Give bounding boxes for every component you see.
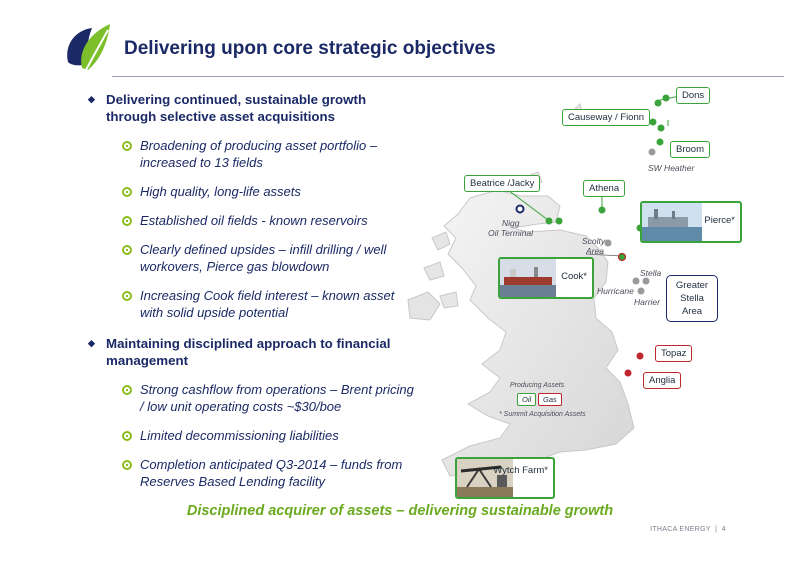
label-harrier: Harrier [634,297,660,307]
great-britain-landmass [441,189,635,477]
label-dons: Dons [676,87,711,104]
label-beatrice-jacky: Beatrice /Jacky [464,175,541,192]
label-stella: Stella [640,268,662,278]
footer: ITHACA ENERGY | 4 [650,526,726,533]
jacky-marker [555,217,563,225]
label-anglia: Anglia [643,372,682,389]
label-cook: Cook* [561,271,587,282]
label-nigg: Nigg [502,218,520,228]
objective-financial: Maintaining disciplined approach to fina… [88,335,418,369]
offshore-platform-photo [642,203,702,241]
beatrice-marker [545,217,553,225]
bullet-circle-icon [122,431,132,441]
anglia-marker [624,369,632,377]
objective-growth: Delivering continued, sustainable growth… [88,91,418,125]
scolty-marker [604,239,612,247]
tagline: Disciplined acquirer of assets – deliver… [186,503,614,519]
footer-company: ITHACA ENERGY [650,526,711,533]
sub-point: Strong cashflow from operations – Brent … [122,381,418,415]
sub-point: Completion anticipated Q3-2014 – funds f… [122,456,418,490]
label-hurricane: Hurricane [597,286,634,296]
sub-point: Established oil fields - known reservoir… [122,212,418,229]
asset-markers [515,94,670,377]
label-sw-heather: SW Heather [648,163,695,173]
athena-marker [598,206,606,214]
bullet-circle-icon [122,245,132,255]
ithaca-leaf-logo [67,24,110,75]
label-greater-stella-area: Greater Stella Area [666,275,718,322]
dons-marker [662,94,670,102]
title-divider [112,76,784,77]
sub-point: Limited decommissioning liabilities [122,427,418,444]
cook-callout: Cook* [498,257,594,299]
sub-point: High quality, long-life assets [122,183,418,200]
objectives-list: Delivering continued, sustainable growth… [88,91,418,504]
footer-separator: | [715,526,718,533]
label-topaz: Topaz [655,345,693,362]
sw-heather-marker [648,148,656,156]
causeway-marker [649,118,657,126]
label-pierce: Pierce* [704,215,735,226]
hurricane-marker [642,277,650,285]
topaz-marker [636,352,644,360]
stella-marker [632,277,640,285]
causeway-marker [657,124,665,132]
pierce-callout: Pierce* [640,201,742,243]
page-number: 4 [721,526,726,533]
sub-point: Increasing Cook field interest – known a… [122,287,418,321]
bullet-circle-icon [122,385,132,395]
fpso-vessel-photo [500,259,556,297]
sub-point: Broadening of producing asset portfolio … [122,137,418,171]
label-oil-terminal: Oil Terminal [488,228,534,238]
nigg-terminal-marker [515,204,525,214]
bullet-circle-icon [122,216,132,226]
bullet-circle-icon [122,187,132,197]
bullet-circle-icon [122,460,132,470]
bullet-circle-icon [122,291,132,301]
financial-sub-points: Strong cashflow from operations – Brent … [88,381,418,490]
label-causeway-fionn: Causeway / Fionn [562,109,651,126]
label-broom: Broom [670,141,710,158]
broom-marker [656,138,664,146]
legend-gas: Gas [538,393,562,406]
legend-oil: Oil [517,393,537,406]
legend-note: * Summit Acquisition Assets [499,411,586,418]
label-wytch-farm: Wytch Farm* [493,465,548,476]
dons-marker [654,99,662,107]
growth-sub-points: Broadening of producing asset portfolio … [88,137,418,321]
label-scolty-area: Area [586,246,604,256]
page-title: Delivering upon core strategic objective… [124,38,496,59]
wytch-farm-callout: Wytch Farm* [455,457,555,499]
sub-point: Clearly defined upsides – infill drillin… [122,241,418,275]
label-scolty: Scolty [582,236,606,246]
onshore-pumpjack-photo [457,459,513,497]
cook-marker [617,252,627,262]
bullet-circle-icon [122,141,132,151]
legend-title: Producing Assets [510,382,565,389]
label-athena: Athena [583,180,626,197]
harrier-marker [637,287,645,295]
